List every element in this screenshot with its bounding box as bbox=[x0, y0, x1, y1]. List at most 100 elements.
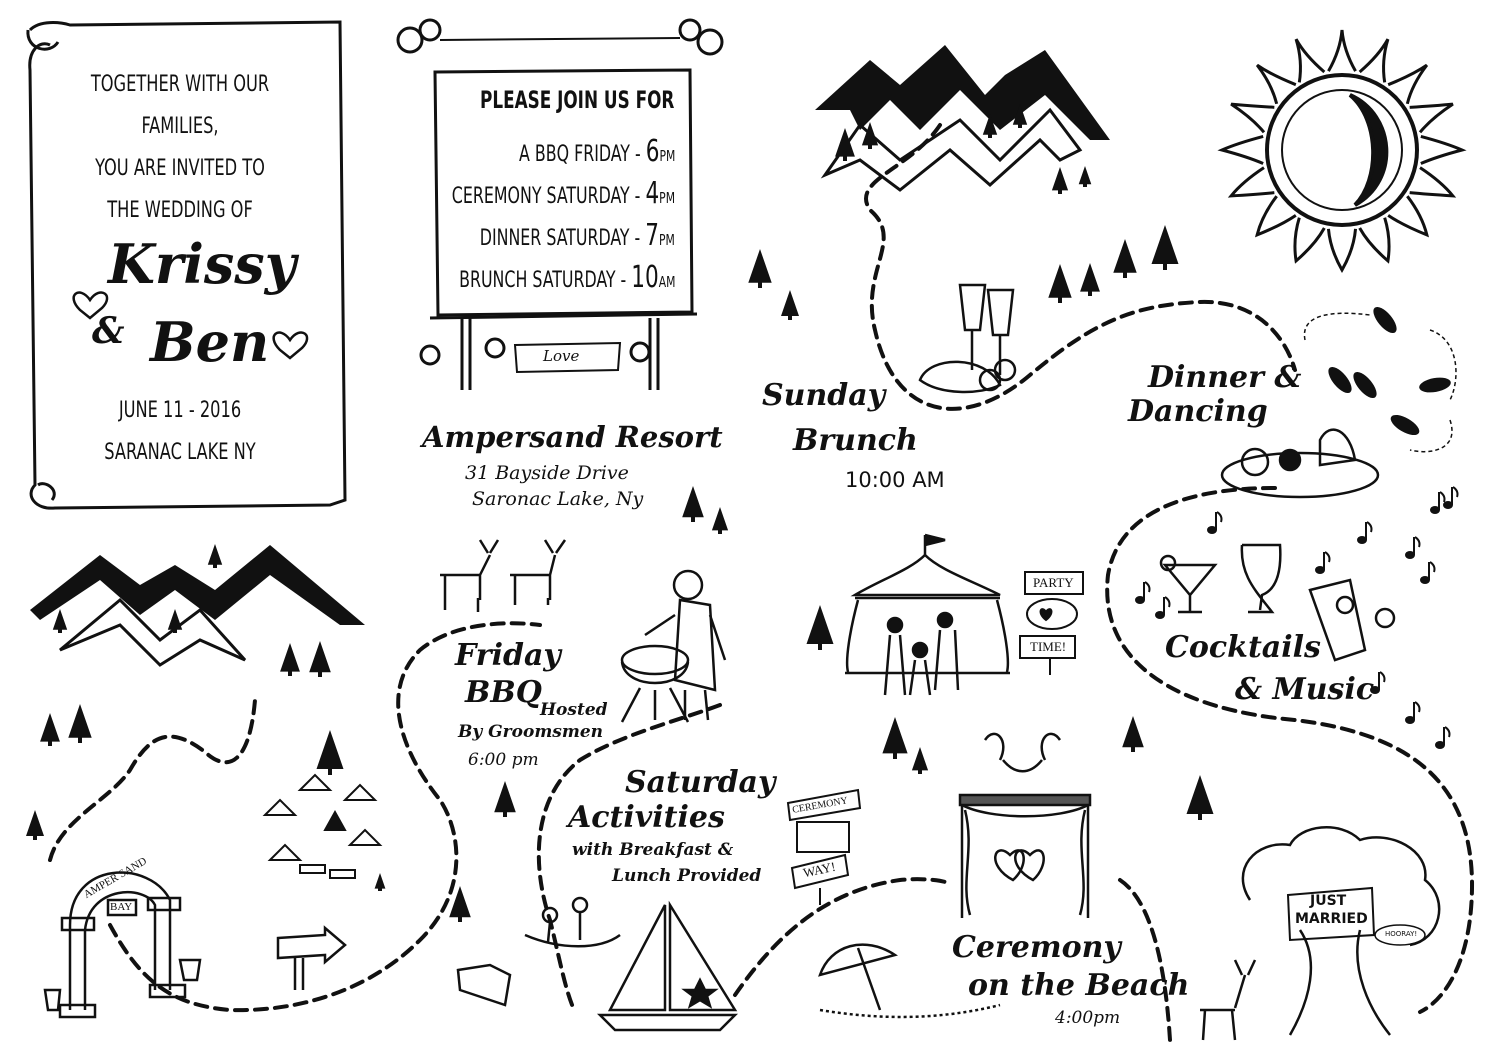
cocktail-glasses-icon bbox=[1159, 543, 1396, 662]
wedding-arbor-icon bbox=[958, 732, 1092, 918]
pine-tree-icon bbox=[861, 122, 879, 149]
dashed-route bbox=[48, 123, 1475, 1042]
champagne-brunch-icon bbox=[918, 283, 1017, 394]
grill-chef-icon bbox=[620, 569, 727, 723]
tents-campfire-icon bbox=[262, 773, 383, 879]
sun-ray bbox=[1327, 29, 1357, 72]
arch-plaque-text: BAY bbox=[110, 901, 133, 913]
pine-tree-icon bbox=[882, 717, 908, 759]
sun-ray bbox=[1230, 102, 1275, 134]
ceremony-way-sign-icon bbox=[786, 788, 862, 905]
pine-tree-icon bbox=[1080, 263, 1100, 296]
pine-tree-icon bbox=[207, 544, 223, 568]
friday-bbq-by: By Groomsmen bbox=[458, 722, 604, 742]
music-note-icon bbox=[1405, 536, 1421, 559]
music-note-icon bbox=[1155, 596, 1171, 619]
event-suffix: PM bbox=[659, 147, 675, 165]
saturday-activities-title-1: Saturday bbox=[625, 765, 776, 800]
ampersand-arch-icon bbox=[43, 871, 202, 1019]
ceremony-beach-title-2: on the Beach bbox=[968, 968, 1190, 1003]
pine-tree-icon bbox=[52, 609, 68, 633]
sun-ray bbox=[1293, 217, 1326, 264]
sun-ray bbox=[1227, 166, 1275, 198]
hearts-icon bbox=[72, 291, 309, 360]
pine-tree-icon bbox=[316, 730, 344, 775]
sun-ray bbox=[1409, 102, 1454, 134]
ceremony-beach-title-1: Ceremony bbox=[952, 930, 1121, 965]
event-time: 4 bbox=[645, 176, 660, 211]
event-label: Brunch Saturday - bbox=[458, 268, 626, 293]
music-notes bbox=[1135, 486, 1459, 749]
sun-ray bbox=[1326, 228, 1358, 274]
music-note-icon bbox=[1420, 561, 1436, 584]
pine-tree-icon bbox=[682, 486, 704, 522]
music-note-icon bbox=[1430, 491, 1446, 514]
music-note-icon bbox=[1315, 551, 1331, 574]
just-married-tree-icon bbox=[1241, 826, 1441, 1036]
bride-name: Krissy bbox=[108, 232, 297, 296]
event-suffix: AM bbox=[658, 273, 675, 291]
venue-name: Ampersand Resort bbox=[422, 420, 723, 454]
event-time: 7 bbox=[645, 218, 660, 253]
music-note-icon bbox=[1207, 511, 1223, 534]
pine-trees bbox=[26, 104, 1214, 922]
friday-bbq-title-1: Friday bbox=[455, 638, 561, 673]
sun-ray bbox=[1420, 135, 1467, 165]
cocktails-music-title-1: Cocktails bbox=[1165, 630, 1321, 665]
pine-tree-icon bbox=[806, 605, 834, 650]
married-sign-text: MARRIED bbox=[1295, 911, 1368, 927]
dinner-dancing-title-2: Dancing bbox=[1128, 394, 1268, 429]
invite-line-1: Together with our bbox=[90, 72, 270, 97]
friday-bbq-title-2: BBQ bbox=[465, 675, 542, 710]
event-suffix: PM bbox=[659, 189, 675, 207]
music-note-icon bbox=[1443, 486, 1459, 509]
party-sign-text: PARTY bbox=[1033, 575, 1074, 590]
sun-moon-icon bbox=[1217, 29, 1467, 274]
deer-icon bbox=[440, 539, 567, 612]
pine-tree-icon bbox=[835, 128, 855, 161]
pine-tree-icon bbox=[449, 886, 471, 922]
event-time: 10 bbox=[630, 260, 659, 295]
deer-icon bbox=[1200, 959, 1257, 1041]
pine-tree-icon bbox=[309, 641, 331, 677]
dinner-plate-icon bbox=[1220, 428, 1380, 499]
pine-tree-icon bbox=[40, 713, 60, 746]
wedding-date: June 11 - 2016 bbox=[118, 398, 242, 423]
event-label: Dinner Saturday - bbox=[479, 226, 641, 251]
circus-tent-band-icon bbox=[845, 533, 1010, 696]
ceremony-beach-time: 4:00pm bbox=[1055, 1008, 1121, 1028]
schedule-event-ceremony: Ceremony Saturday - 4PM bbox=[452, 176, 675, 211]
pine-tree-icon bbox=[711, 507, 729, 534]
event-label: A BBQ Friday - bbox=[518, 142, 641, 167]
sun-ray bbox=[1409, 166, 1457, 198]
scroll-icon bbox=[26, 20, 347, 510]
hooray-bubble-text: HOORAY! bbox=[1385, 930, 1418, 938]
invite-line-4: the wedding of bbox=[107, 198, 253, 223]
venue-address-2: Saronac Lake, Ny bbox=[472, 488, 644, 510]
time-sign-text: TIME! bbox=[1030, 639, 1067, 654]
pine-tree-icon bbox=[1151, 225, 1179, 270]
pine-tree-icon bbox=[1078, 166, 1092, 187]
sailboat-icon bbox=[596, 900, 739, 1032]
schedule-event-bbq: A BBQ Friday - 6PM bbox=[519, 134, 675, 169]
friday-bbq-hosted: Hosted bbox=[540, 700, 608, 720]
pine-tree-icon bbox=[1113, 239, 1137, 278]
event-label: Ceremony Saturday - bbox=[451, 184, 641, 209]
pine-tree-icon bbox=[1051, 167, 1069, 194]
pine-tree-icon bbox=[781, 290, 799, 320]
sign-board-icon bbox=[396, 18, 724, 390]
dance-footprints-icon bbox=[1303, 306, 1457, 453]
saturday-activities-detail-1: with Breakfast & bbox=[572, 840, 734, 860]
pine-tree-icon bbox=[167, 609, 183, 633]
pine-tree-icon bbox=[494, 781, 516, 817]
party-time-sign-icon bbox=[1019, 571, 1084, 675]
schedule-event-dinner: Dinner Saturday - 7PM bbox=[480, 218, 675, 253]
beach-umbrella-icon bbox=[818, 943, 1001, 1019]
music-note-icon bbox=[1357, 521, 1373, 544]
pine-tree-icon bbox=[982, 114, 998, 138]
schedule-heading: Please join us for bbox=[480, 86, 675, 114]
sun-ray bbox=[1358, 38, 1390, 83]
pine-tree-icon bbox=[280, 643, 300, 676]
sun-ray bbox=[1254, 195, 1297, 238]
